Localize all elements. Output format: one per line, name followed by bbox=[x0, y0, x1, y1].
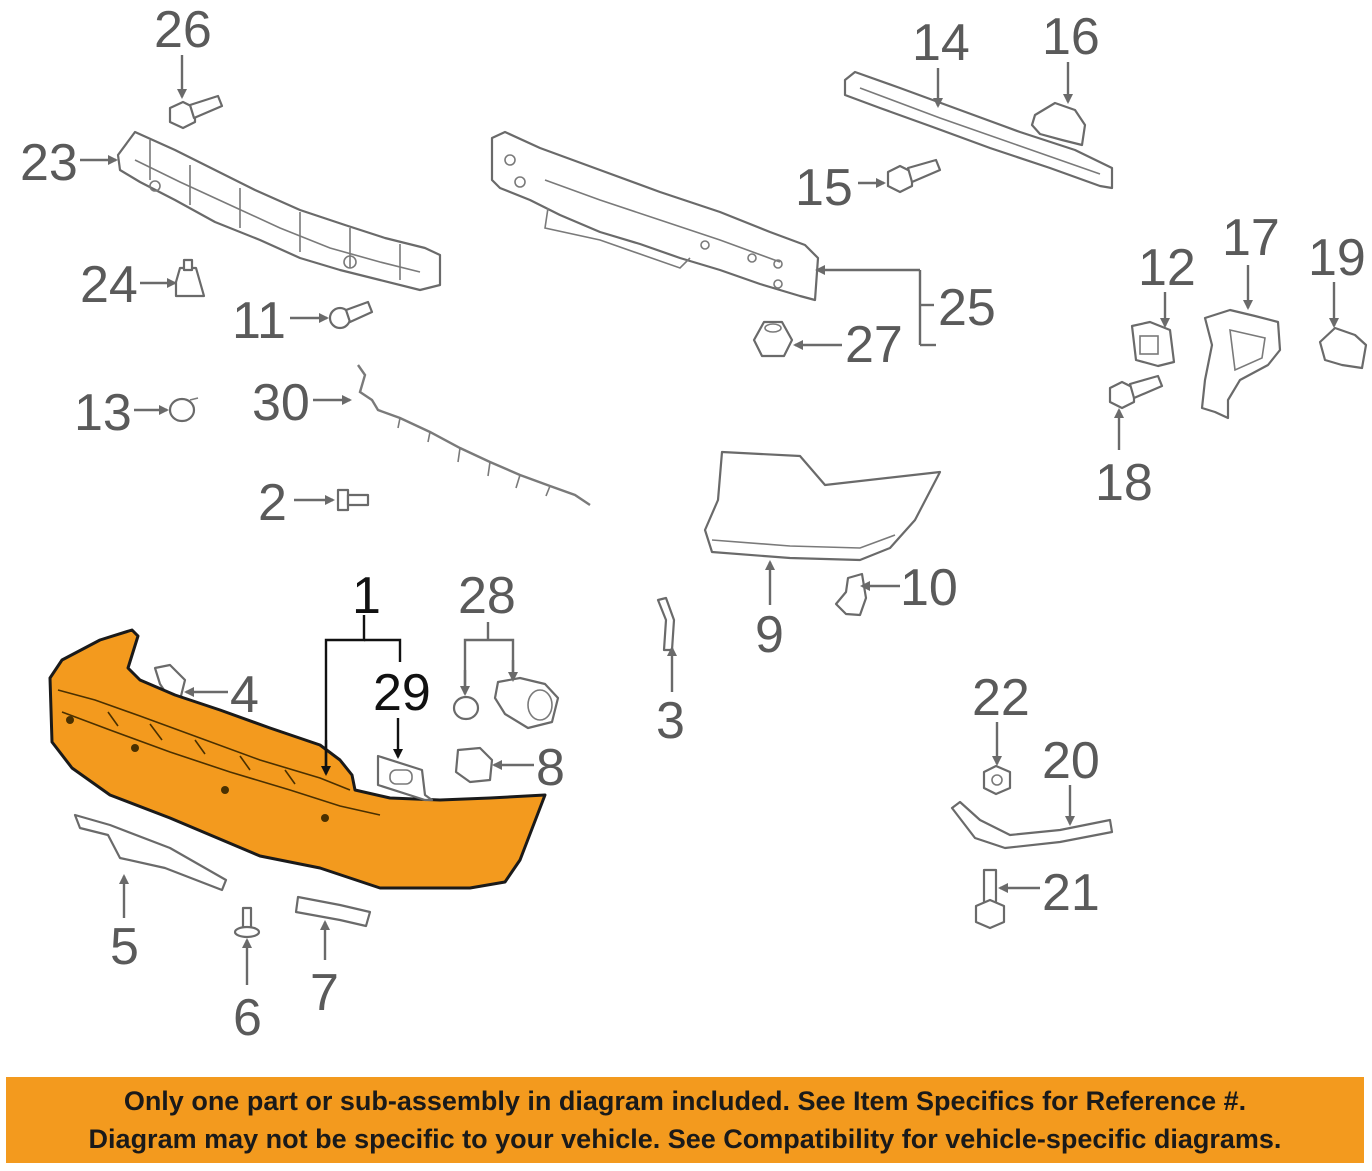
callout-25: 25 bbox=[938, 279, 996, 337]
callout-5: 5 bbox=[110, 918, 139, 976]
part-15-bolt bbox=[886, 158, 942, 194]
part-27-nut bbox=[752, 320, 794, 358]
leader-lines bbox=[80, 55, 1339, 985]
part-11-bolt bbox=[328, 300, 374, 330]
callout-21: 21 bbox=[1042, 864, 1100, 922]
notice-line-2: Diagram may not be specific to your vehi… bbox=[88, 1124, 1282, 1154]
callout-6: 6 bbox=[233, 989, 262, 1047]
part-23-energy-absorber bbox=[116, 130, 442, 292]
part-9-cover bbox=[703, 450, 942, 562]
callout-13: 13 bbox=[74, 384, 132, 442]
part-21-stud bbox=[974, 868, 1006, 930]
part-17-side-bracket bbox=[1200, 308, 1282, 420]
callout-4: 4 bbox=[230, 666, 259, 724]
callout-11: 11 bbox=[232, 292, 286, 350]
callout-labels: 1 2 3 4 5 6 7 8 9 10 11 12 13 14 15 16 1… bbox=[20, 1, 1366, 1047]
part-25-bumper-reinforcement bbox=[490, 130, 820, 302]
callout-17: 17 bbox=[1222, 209, 1280, 267]
callout-30: 30 bbox=[252, 374, 310, 432]
part-19-clip bbox=[1318, 326, 1368, 370]
callout-27: 27 bbox=[845, 316, 903, 374]
part-13-grommet bbox=[168, 397, 199, 423]
part-6-push-pin bbox=[233, 906, 261, 939]
part-3-trim-strip bbox=[656, 596, 676, 652]
part-18-bolt bbox=[1108, 374, 1164, 410]
part-8-retainer bbox=[454, 746, 494, 784]
part-16-clip bbox=[1030, 101, 1087, 147]
callout-15: 15 bbox=[795, 159, 853, 217]
callout-9: 9 bbox=[755, 606, 784, 664]
callout-26: 26 bbox=[154, 1, 212, 59]
part-1-bumper-cover bbox=[48, 628, 547, 890]
callout-23: 23 bbox=[20, 134, 78, 192]
callout-7: 7 bbox=[310, 964, 339, 1022]
parts-diagram: 1 2 3 4 5 6 7 8 9 10 11 12 13 14 15 16 1… bbox=[20, 1, 1368, 1047]
callout-29: 29 bbox=[373, 664, 431, 722]
callout-3: 3 bbox=[656, 692, 685, 750]
notice-banner: Only one part or sub-assembly in diagram… bbox=[6, 1077, 1364, 1163]
callout-22: 22 bbox=[972, 669, 1030, 727]
callout-28: 28 bbox=[458, 567, 516, 625]
part-5-bracket bbox=[73, 813, 228, 892]
callout-8: 8 bbox=[536, 739, 565, 797]
part-26-bolt bbox=[168, 94, 224, 130]
part-28-sensor bbox=[452, 676, 560, 730]
callout-18: 18 bbox=[1095, 454, 1153, 512]
part-14-impact-strip bbox=[843, 70, 1114, 190]
part-20-molding bbox=[950, 800, 1114, 850]
callout-10: 10 bbox=[900, 559, 958, 617]
part-2-push-pin bbox=[336, 488, 370, 512]
callout-14: 14 bbox=[912, 14, 970, 72]
callout-2: 2 bbox=[258, 474, 287, 532]
notice-line-1: Only one part or sub-assembly in diagram… bbox=[123, 1086, 1247, 1116]
callout-19: 19 bbox=[1308, 229, 1366, 287]
part-10-clip bbox=[834, 572, 868, 617]
callout-20: 20 bbox=[1042, 732, 1100, 790]
part-29-sensor-bracket bbox=[376, 754, 434, 802]
part-22-nut bbox=[982, 764, 1012, 796]
part-30-wire-harness bbox=[357, 364, 591, 506]
part-7-bracket bbox=[294, 895, 372, 928]
callout-12: 12 bbox=[1138, 239, 1196, 297]
part-12-bracket bbox=[1130, 320, 1176, 368]
callout-24: 24 bbox=[80, 256, 138, 314]
part-24-clip bbox=[174, 258, 206, 298]
callout-16: 16 bbox=[1042, 8, 1100, 66]
callout-1: 1 bbox=[352, 567, 381, 625]
